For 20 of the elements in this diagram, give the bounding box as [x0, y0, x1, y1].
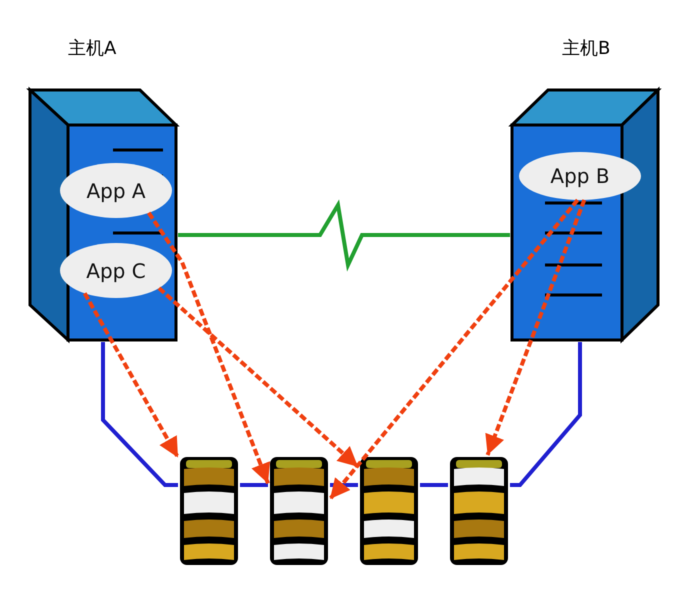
arrow — [158, 286, 360, 468]
disk-drawing — [268, 455, 330, 567]
arrow — [485, 199, 586, 456]
disk-drawing — [358, 455, 420, 567]
disk-drawing — [178, 455, 240, 567]
app-ellipse: App B — [519, 152, 641, 200]
connection-line — [101, 342, 178, 487]
app-ellipse: App C — [60, 243, 172, 298]
server-heading: 主机B — [562, 37, 610, 60]
connection-line — [330, 483, 358, 487]
connection-line — [240, 483, 268, 487]
arrow — [147, 212, 270, 484]
arrow — [328, 198, 580, 500]
server-heading: 主机A — [68, 37, 116, 60]
arrow — [82, 292, 180, 458]
connection-line — [420, 483, 448, 487]
connection-line — [178, 199, 510, 272]
disk-drawing — [448, 455, 510, 567]
app-ellipse: App A — [60, 163, 172, 218]
connection-line — [510, 342, 582, 487]
